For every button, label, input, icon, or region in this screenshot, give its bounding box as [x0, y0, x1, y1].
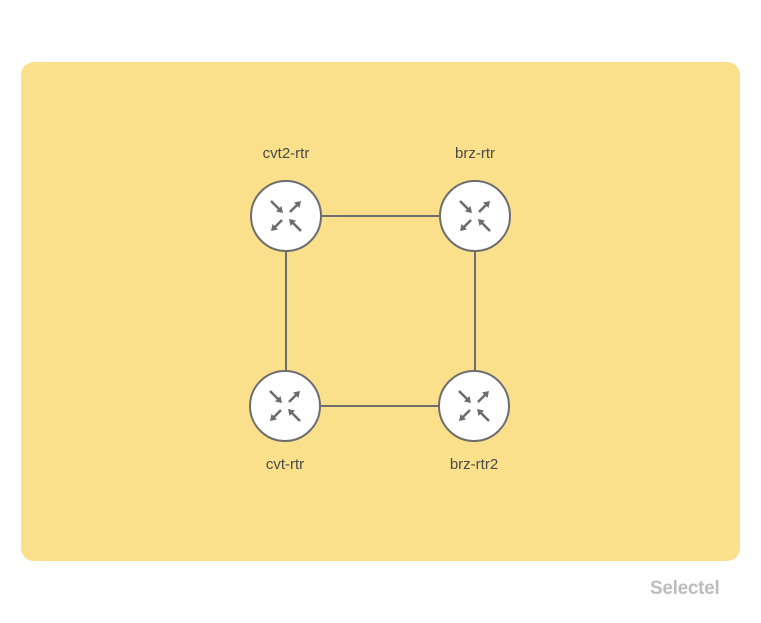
node-brz-rtr2[interactable] [438, 370, 510, 442]
node-brz-rtr[interactable] [439, 180, 511, 252]
node-label-cvt2-rtr: cvt2-rtr [262, 145, 310, 162]
node-label-brz-rtr2: brz-rtr2 [449, 456, 499, 473]
selectel-logo: Selectel [650, 578, 720, 599]
node-label-brz-rtr: brz-rtr [455, 145, 495, 162]
node-cvt2-rtr[interactable] [250, 180, 322, 252]
node-label-cvt-rtr: cvt-rtr [265, 456, 305, 473]
node-cvt-rtr[interactable] [249, 370, 321, 442]
diagram-panel [21, 62, 740, 561]
